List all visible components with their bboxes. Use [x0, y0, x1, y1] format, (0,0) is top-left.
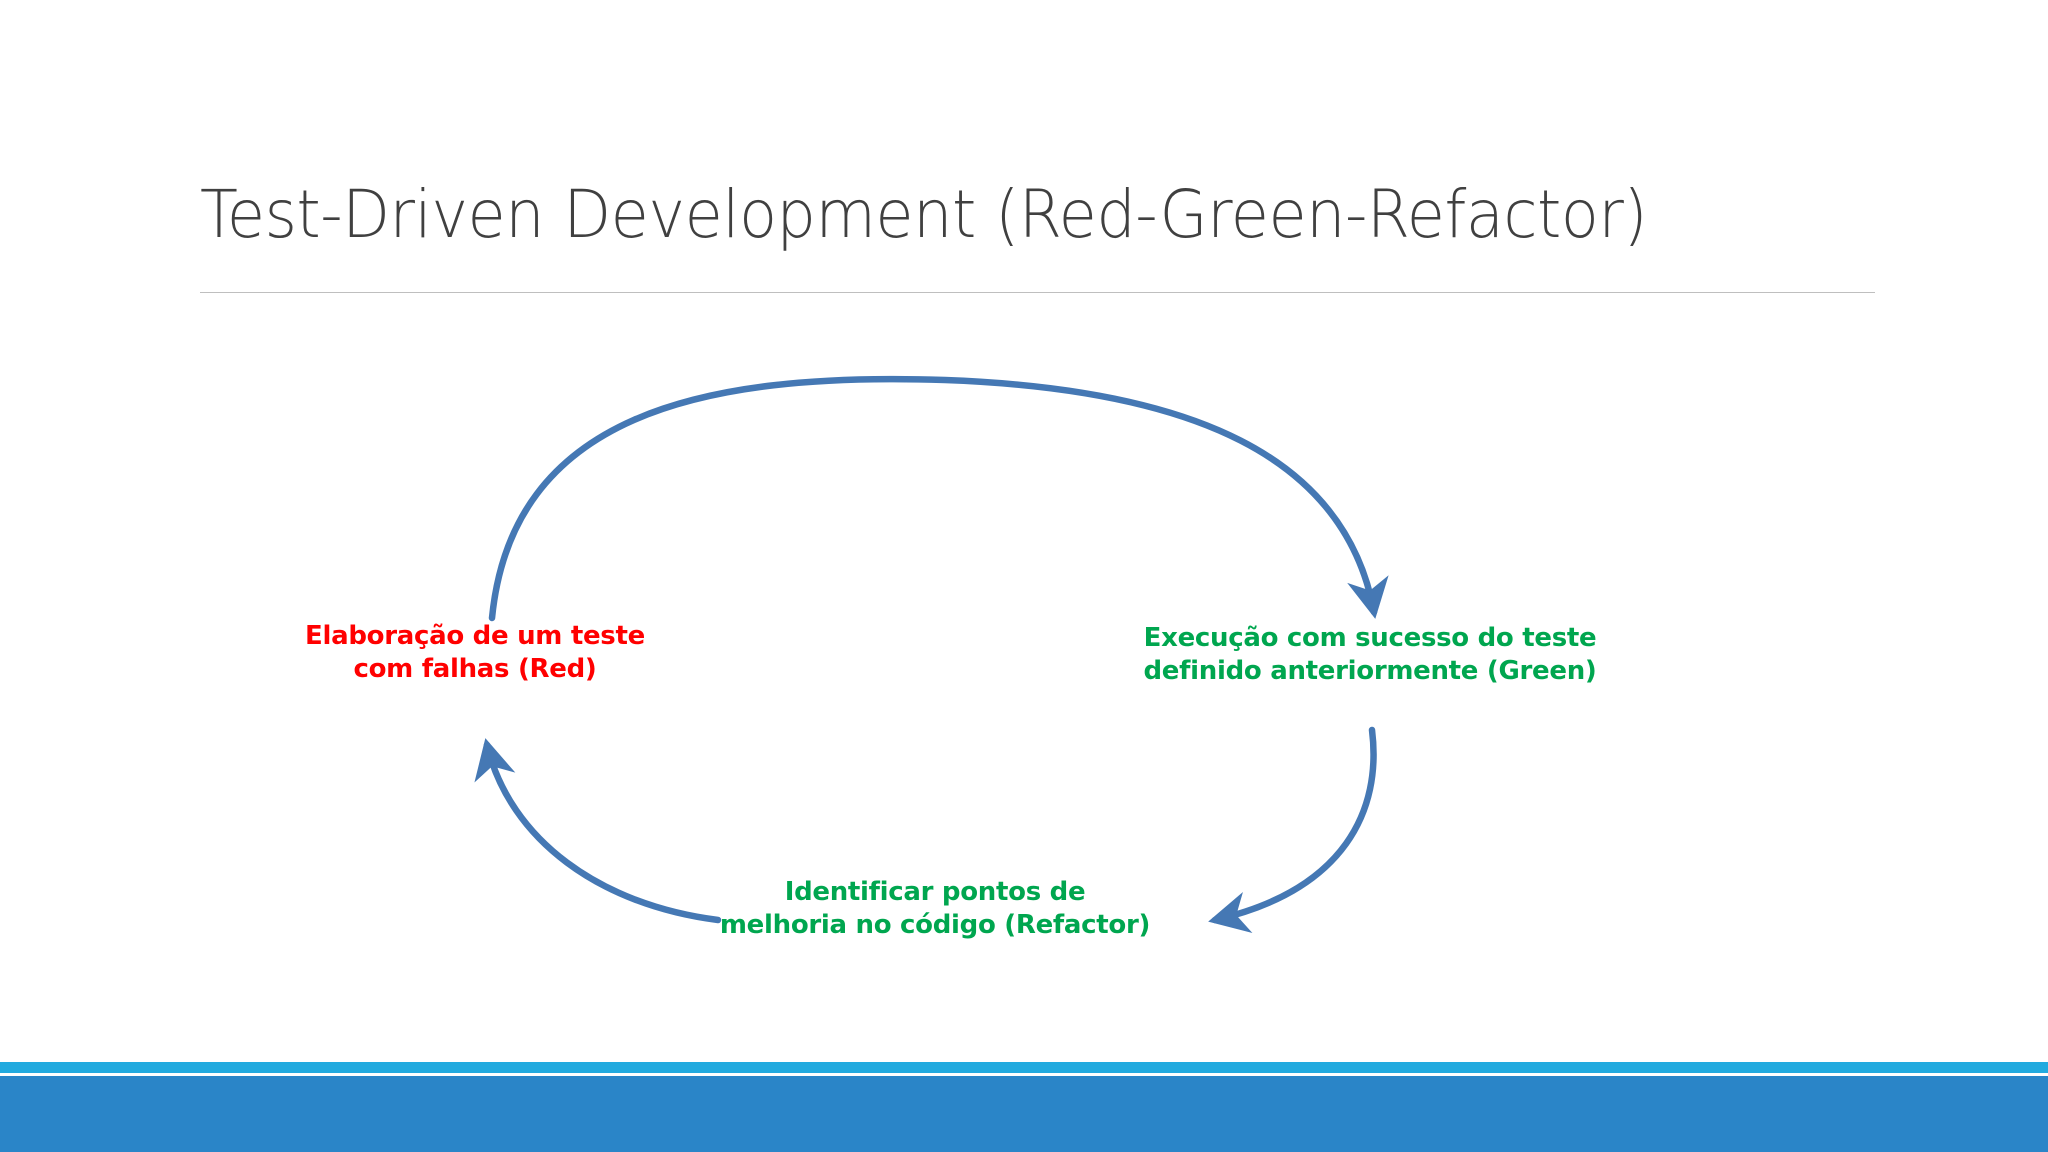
- arrow-refactor-to-red: [474, 738, 722, 924]
- cycle-node-refactor-line1: Identificar pontos de: [784, 877, 1086, 907]
- arrow-red-to-green: [488, 375, 1389, 622]
- cycle-arrows-svg: [474, 375, 1389, 933]
- cycle-node-green-line1: Execução com sucesso do teste: [1143, 623, 1597, 653]
- title-divider: [200, 292, 1875, 293]
- arrow-green-to-refactor: [1208, 726, 1377, 933]
- cycle-node-refactor: Identificar pontos de melhoria no código…: [710, 876, 1160, 943]
- footer-gap: [0, 1073, 2048, 1076]
- cycle-diagram: Elaboração de um teste com falhas (Red) …: [290, 375, 1610, 943]
- footer-accent-strip: [0, 1062, 2048, 1073]
- cycle-node-green: Execução com sucesso do teste definido a…: [1130, 622, 1610, 689]
- footer-bar: [0, 1076, 2048, 1152]
- page-title: Test-Driven Development (Red-Green-Refac…: [200, 176, 1648, 253]
- cycle-node-red-line2: com falhas (Red): [353, 654, 597, 685]
- cycle-node-green-line2: definido anteriormente (Green): [1143, 656, 1597, 687]
- cycle-node-red: Elaboração de um teste com falhas (Red): [290, 620, 660, 687]
- cycle-node-refactor-line2: melhoria no código (Refactor): [719, 910, 1151, 941]
- cycle-node-red-line1: Elaboração de um teste: [305, 621, 645, 651]
- title-block: Test-Driven Development (Red-Green-Refac…: [200, 180, 1880, 295]
